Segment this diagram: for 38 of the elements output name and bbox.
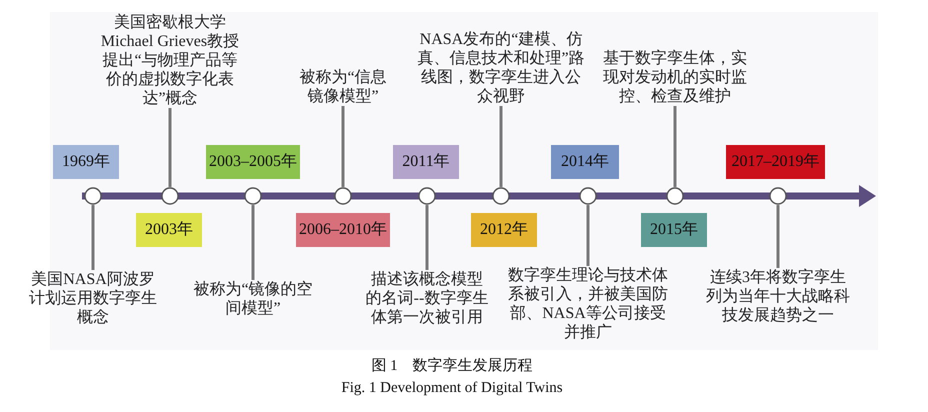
year-tag: 2003年 — [136, 213, 202, 247]
connector-line — [168, 108, 172, 187]
milestone-circle — [666, 187, 684, 205]
connector-line — [674, 106, 676, 187]
year-tag: 2015年 — [641, 213, 707, 247]
connector-line — [586, 205, 590, 266]
figure-caption-english: Fig. 1 Development of Digital Twins — [341, 380, 563, 396]
milestone-circle — [334, 187, 352, 205]
event-description: 被称为“镜像的空间模型” — [193, 280, 313, 318]
event-description: 数字孪生理论与技术体系被引入，并被美国防部、NASA等公司接受并推广 — [507, 266, 669, 342]
year-tag: 2017–2019年 — [726, 145, 825, 179]
milestone-circle — [492, 187, 510, 205]
year-tag: 2012年 — [471, 213, 537, 247]
event-description: 基于数字孪生体，实现对发动机的实时监控、检查及维护 — [602, 49, 748, 106]
year-tag: 2006–2010年 — [296, 213, 390, 247]
milestone-circle — [244, 187, 262, 205]
connector-line — [92, 205, 94, 270]
milestone-circle — [418, 187, 436, 205]
event-description: 美国NASA阿波罗计划运用数字孪生概念 — [29, 270, 157, 327]
event-description: NASA发布的“建模、仿真、信息技术和处理”路线图，数字孪生进入公众视野 — [416, 30, 586, 106]
milestone-circle — [161, 187, 179, 205]
figure-caption: 图 1 数字孪生发展历程 — [371, 358, 533, 374]
year-tag: 1969年 — [53, 145, 119, 179]
connector-line — [500, 106, 502, 187]
milestone-circle — [84, 187, 102, 205]
connector-line — [342, 106, 344, 187]
event-description: 美国密歇根大学Michael Grieves教授提出“与物理产品等价的虚拟数字化表达”概念 — [100, 13, 240, 108]
year-tag: 2003–2005年 — [206, 145, 300, 179]
milestone-circle — [769, 187, 787, 205]
connector-line — [426, 205, 428, 270]
connector-line — [252, 205, 254, 280]
event-description: 连续3年将数字孪生列为当年十大战略科技发展趋势之一 — [703, 268, 853, 325]
year-tag: 2011年 — [393, 145, 459, 179]
event-description: 描述该概念模型的名词--数字孪生体第一次被引用 — [365, 270, 489, 327]
milestone-circle — [579, 187, 597, 205]
event-description: 被称为“信息镜像模型” — [293, 68, 393, 106]
year-tag: 2014年 — [551, 145, 619, 179]
connector-line — [776, 205, 780, 268]
